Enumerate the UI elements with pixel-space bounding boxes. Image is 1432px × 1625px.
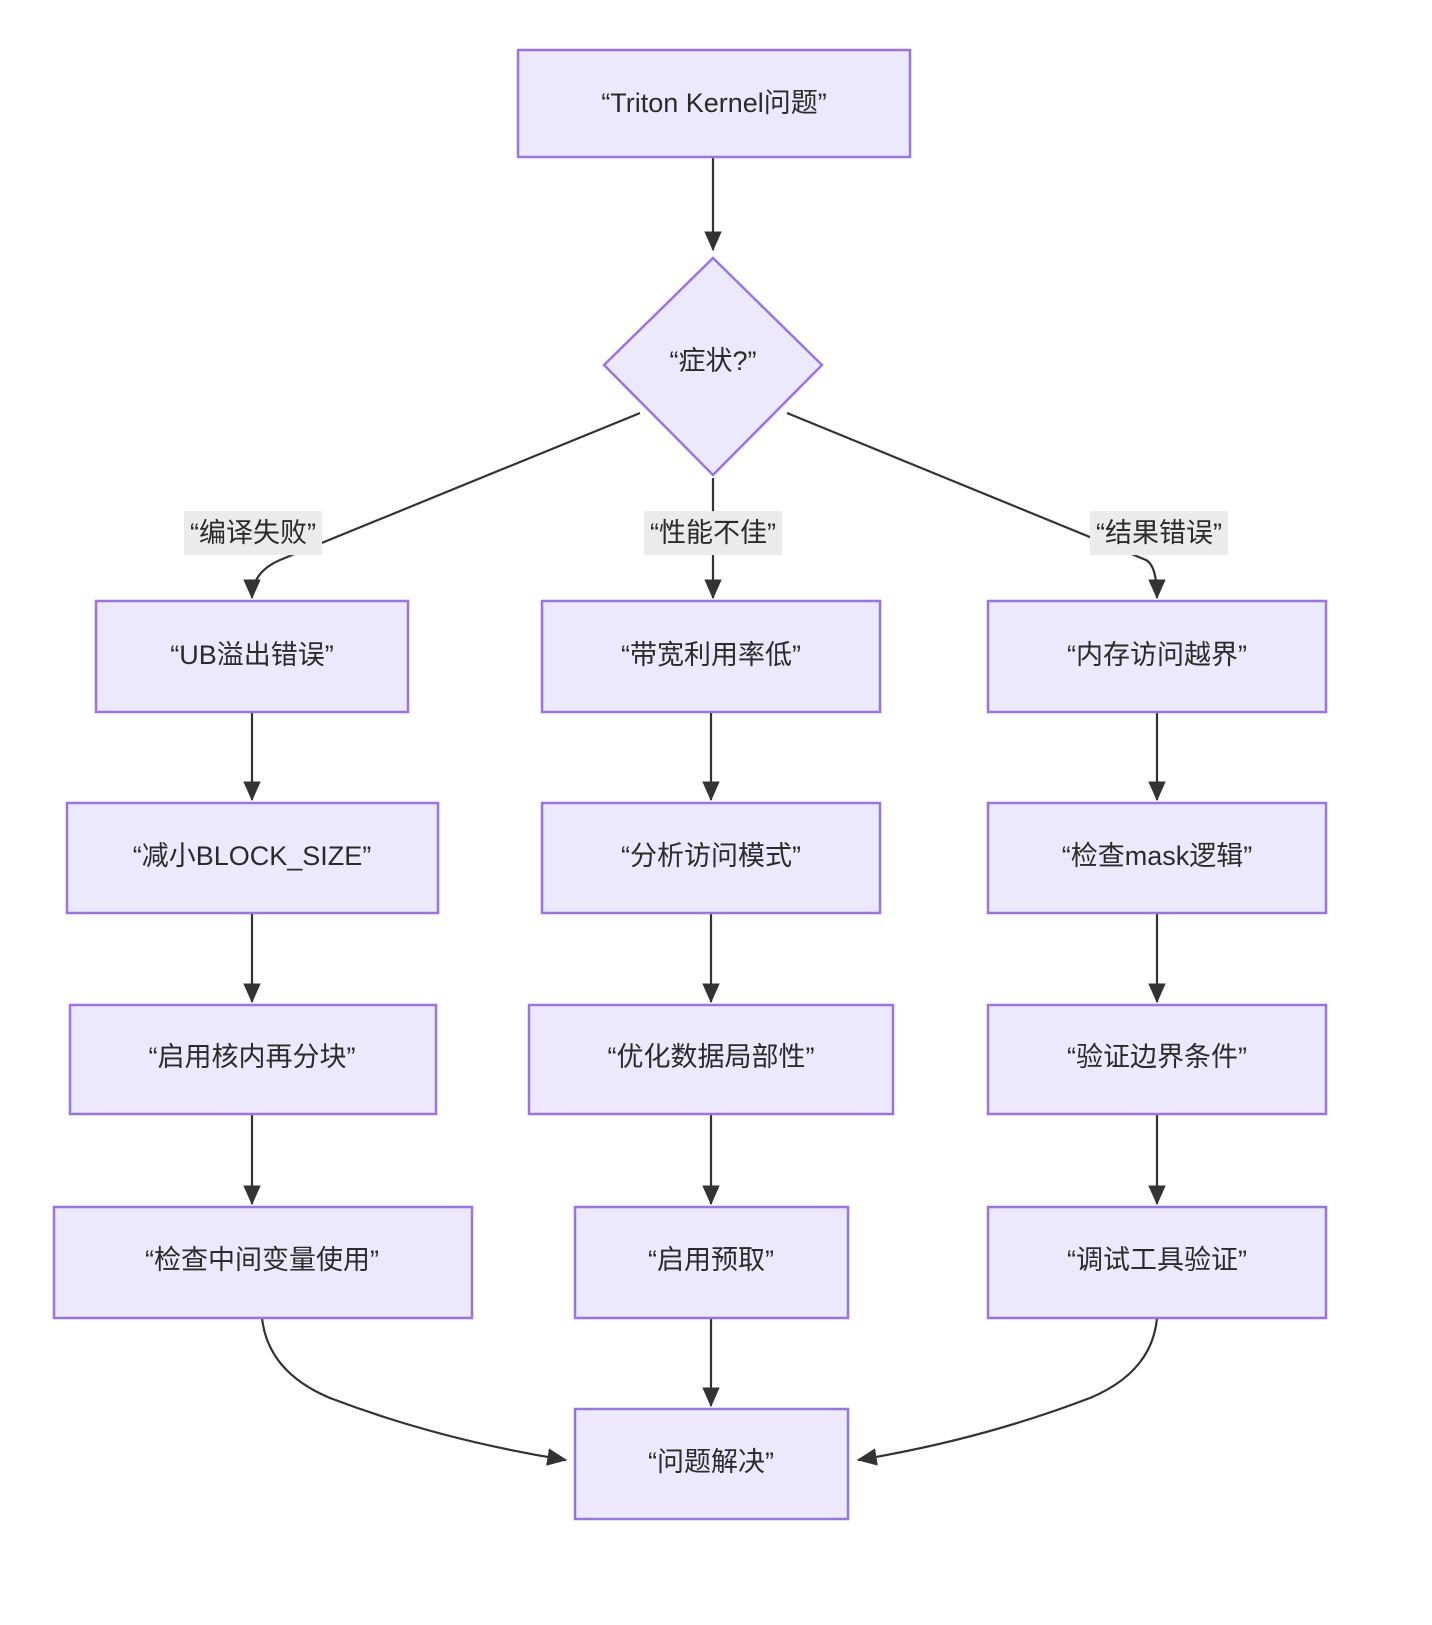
node-c2-step3-label: “优化数据局部性” xyxy=(608,1042,815,1072)
node-c1-step3[interactable]: “启用核内再分块” xyxy=(68,1003,438,1116)
node-c3-step2-label: “检查mask逻辑” xyxy=(1062,841,1253,871)
node-c1-step2-label: “减小BLOCK_SIZE” xyxy=(133,841,372,871)
node-start[interactable]: “Triton Kernel问题” xyxy=(516,48,912,159)
edge-label-poor-performance-text: “性能不佳” xyxy=(650,518,776,548)
node-c1-step1[interactable]: “UB溢出错误” xyxy=(94,599,410,714)
node-c3-step2[interactable]: “检查mask逻辑” xyxy=(986,801,1328,915)
edge-label-poor-performance: “性能不佳” xyxy=(644,511,782,556)
edge-label-wrong-result: “结果错误” xyxy=(1090,511,1228,556)
node-c3-step1[interactable]: “内存访问越界” xyxy=(986,599,1328,714)
edge-decision-to-compile-branch xyxy=(243,411,641,600)
node-c3-step4[interactable]: “调试工具验证” xyxy=(986,1205,1328,1320)
edge-c3-r4-to-end xyxy=(856,1317,1159,1466)
node-end-resolved[interactable]: “问题解决” xyxy=(573,1407,850,1521)
edge-label-compile-failure: “编译失败” xyxy=(184,511,322,556)
edge-label-wrong-result-text: “结果错误” xyxy=(1096,518,1222,548)
node-c1-step4[interactable]: “检查中间变量使用” xyxy=(52,1205,474,1320)
node-c1-step3-label: “启用核内再分块” xyxy=(149,1042,356,1072)
node-c3-step3[interactable]: “验证边界条件” xyxy=(986,1003,1328,1116)
edge-c1-r4-to-end xyxy=(260,1317,568,1466)
node-c2-step2[interactable]: “分析访问模式” xyxy=(540,801,882,915)
node-c3-step4-label: “调试工具验证” xyxy=(1067,1245,1247,1275)
node-c2-step4-label: “启用预取” xyxy=(648,1245,774,1275)
node-c2-step1[interactable]: “带宽利用率低” xyxy=(540,599,882,714)
node-c3-step1-label: “内存访问越界” xyxy=(1067,640,1247,670)
node-decision-symptom[interactable]: “症状?” xyxy=(602,256,824,477)
node-c1-step4-label: “检查中间变量使用” xyxy=(145,1245,379,1275)
node-c2-step3[interactable]: “优化数据局部性” xyxy=(527,1003,895,1116)
edge-decision-to-result-branch xyxy=(786,411,1166,600)
node-c3-step3-label: “验证边界条件” xyxy=(1067,1042,1247,1072)
node-c2-step4[interactable]: “启用预取” xyxy=(573,1205,850,1320)
edge-layer xyxy=(243,157,1166,1466)
node-c1-step2[interactable]: “减小BLOCK_SIZE” xyxy=(65,801,440,915)
edge-label-compile-failure-text: “编译失败” xyxy=(190,518,316,548)
node-c1-step1-label: “UB溢出错误” xyxy=(170,640,334,670)
node-end-resolved-label: “问题解决” xyxy=(648,1447,774,1477)
node-c2-step1-label: “带宽利用率低” xyxy=(621,640,801,670)
node-start-label: “Triton Kernel问题” xyxy=(601,88,827,118)
node-c2-step2-label: “分析访问模式” xyxy=(621,841,801,871)
node-decision-label: “症状?” xyxy=(670,346,757,376)
